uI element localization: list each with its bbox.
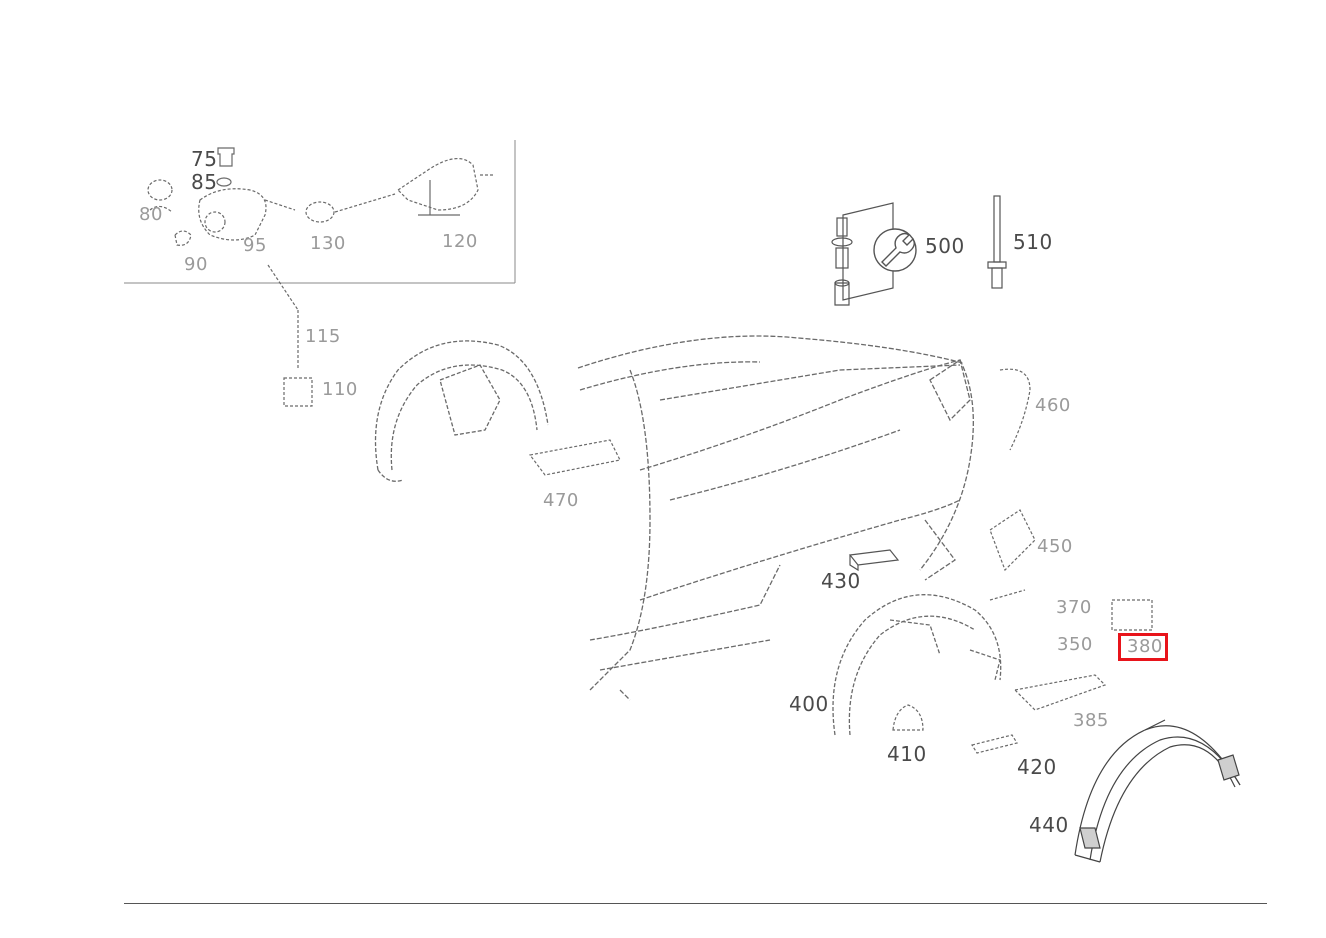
callout-75: 75 <box>191 147 218 171</box>
callout-450: 450 <box>1037 536 1073 557</box>
callout-420: 420 <box>1017 755 1057 779</box>
inset-frame <box>124 140 516 284</box>
inset-leader <box>267 264 313 407</box>
callout-370: 370 <box>1056 597 1092 618</box>
callout-95: 95 <box>243 235 267 256</box>
callout-500: 500 <box>925 234 965 258</box>
rear-wheel-liner <box>832 594 1002 736</box>
callout-430: 430 <box>821 569 861 593</box>
wheel-arch-440 <box>1074 719 1241 863</box>
callout-80: 80 <box>139 204 163 225</box>
callout-85: 85 <box>191 170 218 194</box>
callout-120: 120 <box>442 231 478 252</box>
callout-350: 350 <box>1057 634 1093 655</box>
callout-385: 385 <box>1073 710 1109 731</box>
callout-440: 440 <box>1029 813 1069 837</box>
bolt-set-500 <box>831 202 894 306</box>
callout-460: 460 <box>1035 395 1071 416</box>
inset-parts <box>147 147 494 246</box>
callout-130: 130 <box>310 233 346 254</box>
right-small-parts <box>528 368 1036 601</box>
highlight-box <box>1118 633 1168 661</box>
small-clips <box>892 599 1153 754</box>
body-side-panel <box>577 335 974 701</box>
footer-rule <box>124 903 1267 904</box>
pad-430 <box>848 549 900 572</box>
callout-400: 400 <box>789 692 829 716</box>
rivet-510 <box>987 195 1007 289</box>
callout-115: 115 <box>305 326 341 347</box>
callout-470: 470 <box>543 490 579 511</box>
callout-510: 510 <box>1013 230 1053 254</box>
callout-90: 90 <box>184 254 208 275</box>
callout-380[interactable]: 380 <box>1127 636 1163 657</box>
callout-110: 110 <box>322 379 358 400</box>
callout-410: 410 <box>887 742 927 766</box>
wrench-icon <box>873 228 917 272</box>
front-wheel-liner <box>374 340 549 482</box>
